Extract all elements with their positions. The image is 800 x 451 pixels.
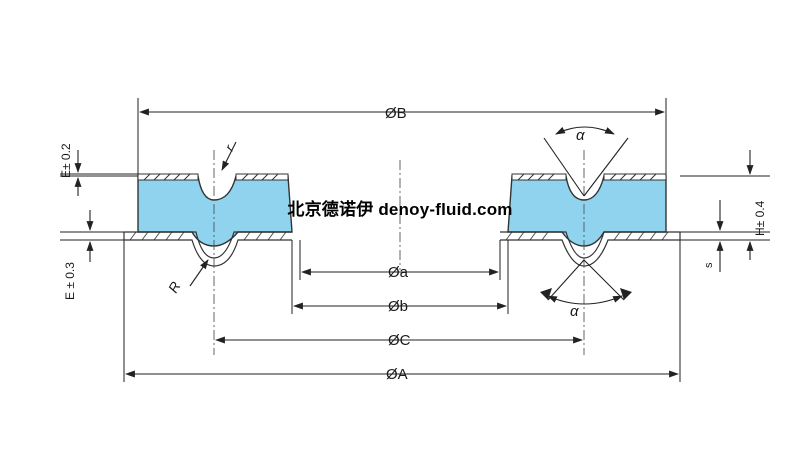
dim-phi-A: ØA bbox=[386, 366, 408, 383]
dim-phi-b: Øb bbox=[388, 298, 408, 315]
vertical-dimension-arrows bbox=[74, 150, 754, 272]
radius-leaders bbox=[189, 141, 237, 287]
centerlines bbox=[213, 150, 585, 355]
dim-phi-a: Øa bbox=[388, 264, 409, 281]
top-coating-left bbox=[137, 173, 289, 181]
dim-R: R bbox=[165, 279, 184, 296]
dim-E-bottom: E ± 0.3 bbox=[63, 262, 77, 300]
dim-alpha-top: α bbox=[576, 127, 585, 144]
dim-alpha-bottom: α bbox=[570, 303, 579, 320]
angle-arrowheads bbox=[540, 288, 632, 300]
dim-H: H± 0.4 bbox=[753, 200, 767, 236]
dim-s: s bbox=[703, 262, 715, 268]
dim-E-top: E± 0.2 bbox=[59, 143, 73, 178]
dim-phi-C: ØC bbox=[388, 332, 411, 349]
top-coating-right bbox=[511, 173, 667, 181]
extension-lines bbox=[60, 98, 770, 382]
dim-phi-B: ØB bbox=[385, 105, 407, 122]
angle-lines bbox=[543, 126, 629, 305]
watermark-text: 北京德诺伊 denoy-fluid.com bbox=[287, 200, 513, 219]
dim-r: r bbox=[222, 142, 237, 154]
dimension-lines bbox=[125, 108, 679, 378]
metal-ring-hatch bbox=[129, 231, 669, 241]
